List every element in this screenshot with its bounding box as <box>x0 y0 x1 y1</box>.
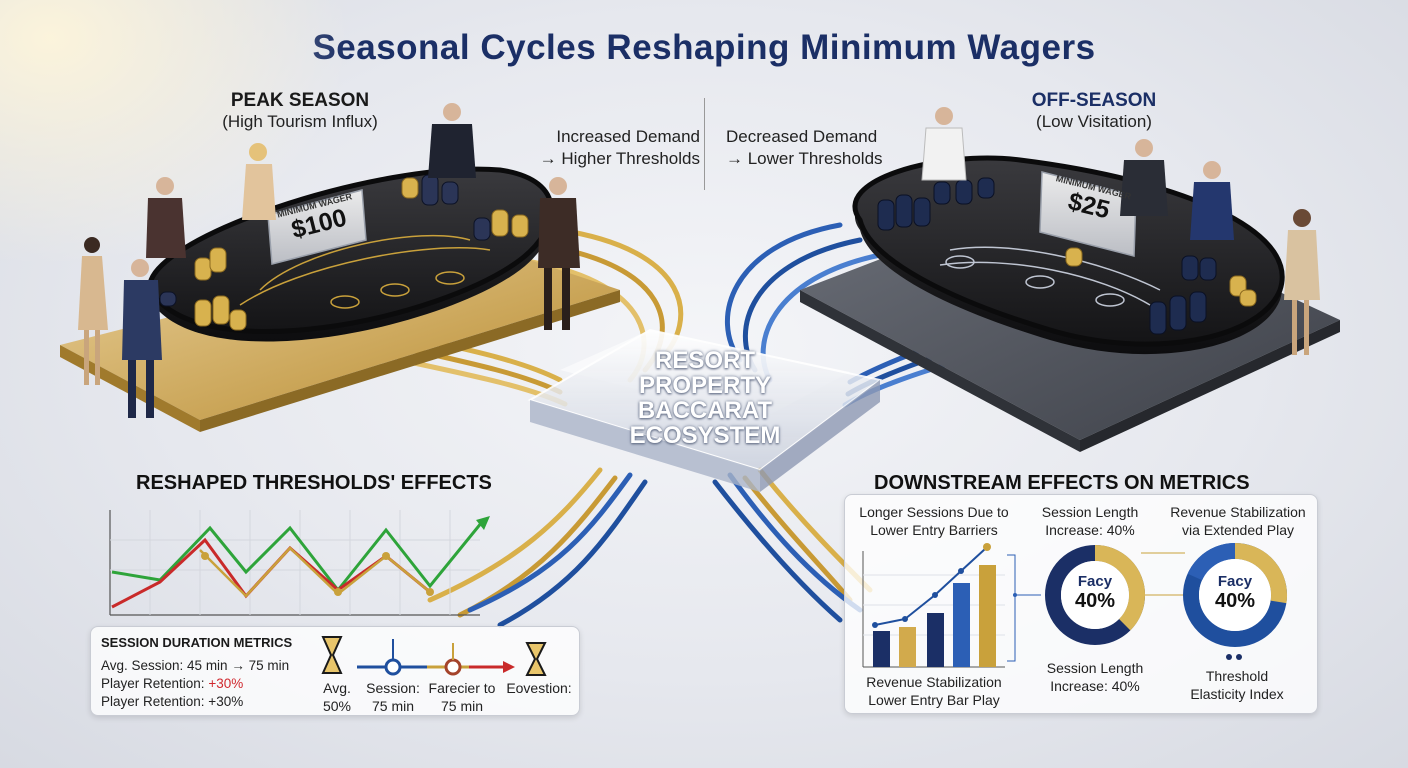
hub-line3: BACCARAT <box>637 397 773 424</box>
downstream-graphics <box>862 542 1288 668</box>
col2-top-b: Increase: 40% <box>1045 522 1135 538</box>
hub-line4: ECOSYSTEM <box>629 422 781 449</box>
col3-bottom-b: Elasticity Index <box>1190 686 1284 702</box>
col1-top-text: Longer Sessions Due to Lower Entry Barrie… <box>851 503 1017 539</box>
offseason-players <box>921 107 1320 355</box>
flow-step3: Farecier to 75 min <box>425 679 499 715</box>
peak-demand-line2: → Higher Thresholds <box>539 149 700 168</box>
col3-top-b: via Extended Play <box>1181 522 1295 538</box>
hourglass-icon <box>321 636 343 674</box>
offseason-demand-line1: Decreased Demand <box>726 127 878 146</box>
retention-value: +30% <box>208 676 244 691</box>
flow-step4: Eovestion: <box>506 680 572 696</box>
donut1-label: Facy <box>1077 573 1113 590</box>
downstream-panel: Longer Sessions Due to Lower Entry Barrie… <box>844 494 1318 714</box>
donut-chart-2 <box>1183 542 1288 647</box>
offseason-demand-line2: → Lower Thresholds <box>726 149 883 168</box>
col1-top-b: Lower Entry Barriers <box>870 522 998 538</box>
peak-players <box>78 103 580 418</box>
offseason-subheader: (Low Visitation) <box>1036 112 1152 131</box>
thresholds-line-chart <box>109 510 490 616</box>
col2-bottom-b: Increase: 40% <box>1050 678 1140 694</box>
offseason-demand-text: Decreased Demand → Lower Thresholds <box>726 126 906 170</box>
flow-step2-a: Session: <box>366 680 420 696</box>
col1-bottom-b: Lower Entry Bar Play <box>868 692 1000 708</box>
hourglass-icon-2 <box>525 642 547 676</box>
donut2-label: Facy <box>1217 573 1253 590</box>
retention-label: Player Retention: <box>101 676 209 691</box>
col1-bottom-a: Revenue Stabilization <box>866 674 1002 690</box>
flow-step1: Avg. 50% <box>315 679 359 715</box>
donut-chart-1 <box>1045 545 1145 645</box>
session-metric-line3: Player Retention: +30% <box>101 694 244 709</box>
hub-line2: PROPERTY <box>638 372 772 399</box>
offseason-header: OFF-SEASON <box>1031 90 1157 111</box>
flow-step2: Session: 75 min <box>361 679 425 715</box>
session-metrics-title: SESSION DURATION METRICS <box>101 635 293 650</box>
ecosystem-hub <box>527 328 883 492</box>
col2-top-a: Session Length <box>1041 504 1139 520</box>
donut1-text: Facy 40% <box>1061 573 1129 613</box>
col2-bottom-a: Session Length <box>1046 660 1144 676</box>
session-metric-line1: Avg. Session: 45 min → 75 min <box>101 658 290 673</box>
session-flow-graphic <box>321 636 547 676</box>
col3-top-text: Revenue Stabilization via Extended Play <box>1161 503 1315 539</box>
peak-demand-text: Increased Demand → Higher Thresholds <box>520 126 700 170</box>
peak-demand-line1: Increased Demand <box>556 127 700 146</box>
peak-baccarat-table <box>60 166 620 432</box>
flow-step3-b: 75 min <box>440 698 484 714</box>
flow-step2-b: 75 min <box>371 698 415 714</box>
col1-top-a: Longer Sessions Due to <box>859 504 1009 520</box>
hub-label: RESORT PROPERTY BACCARAT ECOSYSTEM <box>590 348 820 448</box>
session-metric-line2: Player Retention: +30% <box>101 675 243 693</box>
donut1-value: 40% <box>1074 590 1116 612</box>
center-divider <box>704 98 705 190</box>
offseason-baccarat-table <box>800 155 1340 452</box>
session-metrics-panel: SESSION DURATION METRICS Avg. Session: 4… <box>90 626 580 716</box>
hub-line1: RESORT <box>654 347 755 374</box>
flow-step1-a: Avg. <box>323 680 351 696</box>
donut2-value: 40% <box>1214 590 1256 612</box>
flow-step1-b: 50% <box>322 698 352 714</box>
col3-bottom-a: Threshold <box>1205 668 1269 684</box>
peak-season-header: PEAK SEASON <box>230 90 370 111</box>
offseason-min-wager-sign <box>1039 171 1137 257</box>
reshaped-thresholds-title: RESHAPED THRESHOLDS' EFFECTS <box>136 472 492 494</box>
downstream-effects-title: DOWNSTREAM EFFECTS ON METRICS <box>874 472 1250 494</box>
pagination-dots <box>1226 654 1242 660</box>
col3-top-a: Revenue Stabilization <box>1170 504 1306 520</box>
peak-min-wager-sign <box>267 189 367 265</box>
revenue-bar-chart <box>862 543 1005 668</box>
donut2-text: Facy 40% <box>1201 573 1269 613</box>
flow-step3-a: Farecier to <box>428 680 496 696</box>
peak-season-subheader: (High Tourism Influx) <box>222 112 378 131</box>
